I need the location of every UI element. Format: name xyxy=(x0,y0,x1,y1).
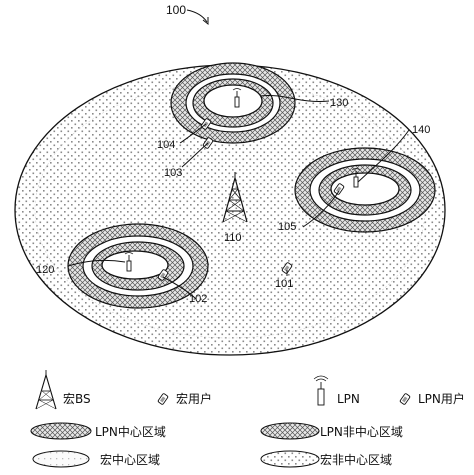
lpn-antenna-icon xyxy=(124,252,134,272)
lpn-cell-left xyxy=(67,223,209,309)
legend-lpn-non-center: LPN非中心区域 xyxy=(260,422,403,440)
macro-bs-legend-icon xyxy=(35,370,57,410)
legend-macro-center-label: 宏中心区域 xyxy=(100,452,160,467)
legend-lpn-label: LPN xyxy=(337,392,360,406)
lpn-legend-icon xyxy=(313,375,329,406)
lpn-ue-icon xyxy=(333,183,345,195)
macro-center-swatch xyxy=(32,450,90,468)
label-110: 110 xyxy=(224,232,242,244)
label-101: 101 xyxy=(275,278,293,290)
legend-macro-ue-label: 宏用户 xyxy=(176,391,212,406)
legend-macro-ue: 宏用户 xyxy=(157,391,212,406)
legend-lpn: LPN xyxy=(313,375,360,406)
lpn-inner-region xyxy=(101,250,169,280)
leader-104 xyxy=(179,123,207,144)
legend-macro-center: 宏中心区域 xyxy=(32,450,160,468)
leader-120 xyxy=(67,259,126,267)
lpn-inner-region xyxy=(203,84,263,118)
legend-macro-non-center: 宏非中心区域 xyxy=(260,450,392,468)
leader-140 xyxy=(357,129,410,183)
figure-arrow xyxy=(186,9,208,23)
label-140: 140 xyxy=(412,124,430,136)
legend-macro-bs-label: 宏BS xyxy=(63,391,91,406)
legend-lpn-center-label: LPN中心区域 xyxy=(95,424,166,439)
lpn-center-swatch xyxy=(30,422,92,440)
leader-103 xyxy=(181,142,209,168)
lpn-inner-region xyxy=(330,172,400,206)
legend-lpn-center: LPN中心区域 xyxy=(30,422,166,440)
macro-non-center-swatch xyxy=(260,450,320,468)
label-103: 103 xyxy=(164,167,182,179)
leader-102 xyxy=(162,276,197,300)
lpn-ue-legend-icon xyxy=(399,393,411,405)
macro-ue-icon xyxy=(281,262,293,274)
macro-ue-legend-icon xyxy=(157,393,169,405)
macro-bs-tower-icon xyxy=(222,172,248,223)
label-105: 105 xyxy=(278,221,296,233)
lpn-non-center-swatch xyxy=(260,422,320,440)
label-130: 130 xyxy=(330,97,348,109)
figure-arrow-head xyxy=(202,17,209,26)
lpn-antenna-icon xyxy=(232,88,242,108)
legend-lpn-ue: LPN用户 xyxy=(399,391,465,406)
legend-macro-non-center-label: 宏非中心区域 xyxy=(320,452,392,467)
figure-number: 100 xyxy=(166,3,186,17)
lpn-ue-icon xyxy=(157,269,169,281)
label-120: 120 xyxy=(36,264,54,276)
label-102: 102 xyxy=(189,293,207,305)
legend-lpn-ue-label: LPN用户 xyxy=(418,391,465,406)
lpn-cell-right xyxy=(294,147,436,233)
lpn-cell-top xyxy=(170,62,296,144)
legend-macro-bs: 宏BS xyxy=(35,370,91,410)
leader-105 xyxy=(302,190,340,228)
label-104: 104 xyxy=(157,139,175,151)
legend-lpn-non-center-label: LPN非中心区域 xyxy=(320,424,403,439)
leader-130 xyxy=(259,94,330,103)
